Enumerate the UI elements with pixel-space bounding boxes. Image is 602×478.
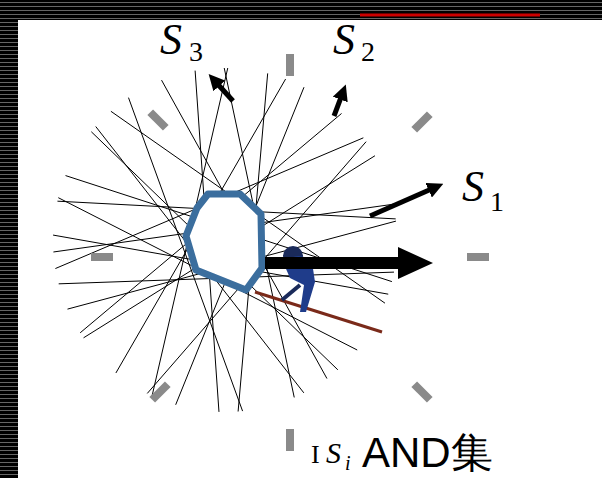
direction-arrow	[334, 92, 343, 116]
caption-text: AND集	[362, 432, 493, 474]
cone-line	[116, 79, 286, 373]
visual-hull	[186, 194, 262, 290]
camera-icon	[467, 253, 489, 261]
subscript: i	[345, 453, 351, 473]
camera-icon	[286, 54, 294, 76]
camera-icon	[411, 381, 432, 402]
red-rule	[360, 14, 540, 17]
cone-line	[162, 80, 327, 378]
cone-line	[84, 156, 375, 338]
subscript: 2	[361, 38, 375, 66]
set-symbol: S	[333, 18, 355, 62]
left-band	[0, 0, 18, 478]
silhouette-cone-lines	[53, 68, 396, 412]
subscript: 3	[189, 38, 203, 66]
direction-arrow	[370, 187, 436, 216]
camera-icon	[147, 109, 168, 130]
camera-icon	[91, 253, 113, 261]
set-symbol: S	[462, 165, 484, 209]
set-symbol: S	[160, 18, 182, 62]
camera-icon	[411, 111, 432, 132]
cone-line	[80, 113, 341, 332]
subscript: 1	[490, 188, 504, 216]
camera-icons	[91, 54, 489, 451]
cone-line	[176, 87, 304, 405]
intersection-symbol: I	[311, 442, 320, 468]
top-band	[0, 0, 602, 20]
cone-line	[111, 111, 385, 303]
camera-icon	[149, 381, 170, 402]
motion-arrowhead	[398, 247, 433, 279]
set-symbol: S	[326, 438, 341, 468]
camera-icon	[286, 429, 294, 451]
direction-arrow	[214, 80, 233, 101]
motion-arrow	[265, 257, 400, 269]
